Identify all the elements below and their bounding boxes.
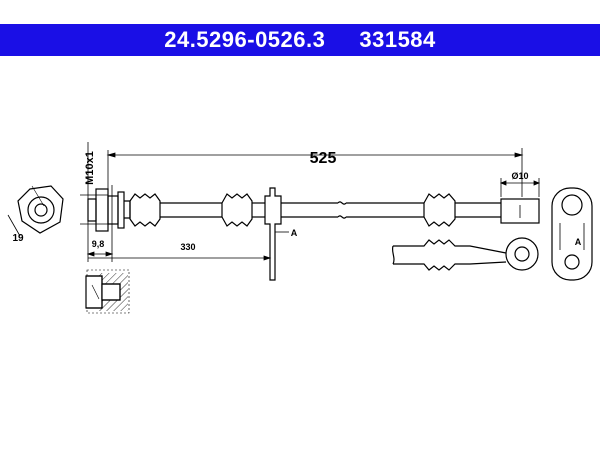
brake-hose-main (87, 187, 540, 281)
part-number: 24.5296-0526.3 (164, 27, 326, 52)
end-length-label: 9,8 (92, 239, 105, 249)
bore-diameter-label: Ø10 (511, 171, 528, 181)
banjo-end-view (551, 187, 593, 281)
section-label-a: A (575, 237, 582, 247)
header-bar: 24.5296-0526.3 331584 (0, 24, 600, 56)
dimension-lines (80, 142, 541, 262)
reference-number: 331584 (359, 27, 436, 52)
thread-label: M10x1 (84, 151, 96, 185)
hex-nut-end-view (7, 185, 64, 237)
banjo-side-view (391, 237, 539, 271)
view-label-a: A (291, 228, 298, 238)
total-length-label: 525 (310, 150, 337, 167)
hex-size-label: 19 (12, 233, 24, 244)
section-view (85, 269, 130, 314)
bracket-distance-label: 330 (180, 242, 195, 252)
